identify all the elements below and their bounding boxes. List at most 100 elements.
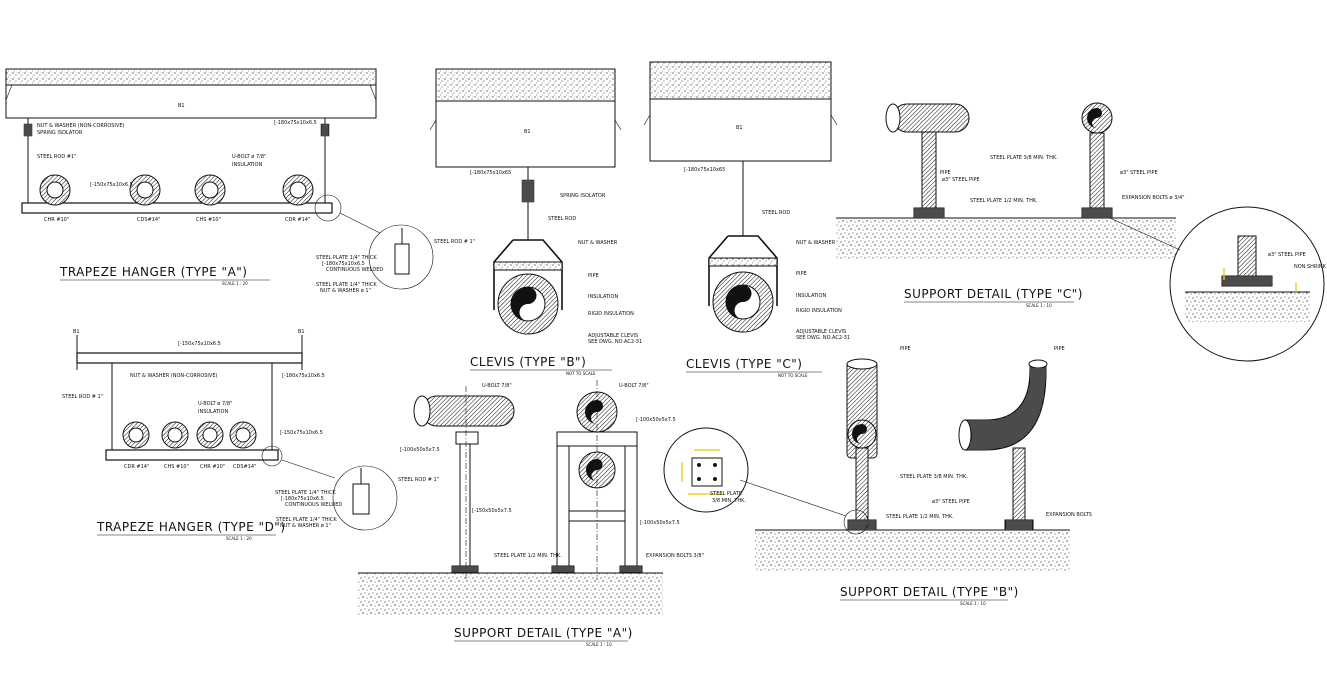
label-nut-washer: NUT & WASHER (NON-CORROSIVE) [130,373,217,379]
trapeze-hanger-type-a: B1 NUT & WASHER (NON-CORROSIVE) SPRING I… [5,68,475,294]
detail-steel-rod: STEEL ROD # 1" [398,477,439,483]
label-steel-pipe-right: ø3" STEEL PIPE [1120,170,1158,176]
title-support-b: SUPPORT DETAIL (TYPE "B") [840,585,1019,599]
label-pipe-3: CHR #10" [200,464,225,470]
scale-trapeze-a: SCALE 1 : 20 [222,281,248,286]
label-channel-bottom: [-150x75x10x6.5 [90,182,133,188]
scale-trapeze-d: SCALE 1 : 20 [226,536,252,541]
detail-weld: CONTINUOUS WELDED [326,267,383,273]
label-rod: STEEL ROD [762,210,790,216]
label-pipe-left: PIPE [900,346,911,352]
label-pipe-1: CDR #14" [124,464,149,470]
scale-clevis-c: NOT TO SCALE [778,373,808,378]
pipe-row [39,174,314,206]
label-pipe-right: PIPE [1054,346,1065,352]
detail-plate-bottom: STEEL PLATE 1/4" THICK [316,282,377,288]
label-base-plate: STEEL PLATE 1/2 MIN. THK. [886,514,954,520]
label-plate: STEEL PLATE 3/8 MIN. THK. [990,155,1058,161]
label-insulation: INSULATION [588,294,618,300]
label-spring-isolator: SPRING ISOLATOR [37,130,83,136]
detail-steel-rod: STEEL ROD # 1" [434,239,475,245]
label-steel-rod: STEEL ROD #1" [37,154,76,160]
support-column [1089,132,1105,213]
label-channel: [-180x75x10x65 [684,167,725,173]
label-pipe-1: CHR #10" [44,217,69,223]
concrete-slab [649,61,832,100]
label-clevis-2: SEE DWG. NO.AC2-31 [588,339,642,345]
label-bolts: EXPANSION BOLTS [1046,512,1092,518]
label-base-plate: STEEL PLATE 1/2 MIN. THK. [970,198,1038,204]
label-channel-top: [-150x75x10x6.5 [178,341,221,347]
support-detail-type-a: U-BOLT 7/8" U-BOLT 7/8" [-100x50x5x7.5 [… [358,380,704,647]
detail-callout-circle [314,194,342,222]
concrete-slab [5,68,377,86]
label-channel-top: [-180x75x10x6.5 [274,120,317,126]
label-channel-bottom: [-150x75x10x6.5 [280,430,323,436]
label-pipe: PIPE [940,170,951,176]
label-steel-pipe: ø3" STEEL PIPE [932,499,970,505]
label-clevis-2: SEE DWG. NO.AC2-31 [796,335,850,341]
label-insulation: INSULATION [232,162,262,168]
detail-plate-2: 3/8 MIN. THK. [712,498,746,504]
title-clevis-c: CLEVIS (TYPE "C") [686,357,802,371]
label-ubolt: U-BOLT ø 7/8" [198,401,232,407]
trapeze-channel [105,449,279,461]
label-pipe-2: CHS #10" [164,464,189,470]
label-clevis-1: ADJUSTABLE CLEVIS [796,329,846,335]
label-channel-small: [-100x50x5x7.5 [636,417,676,423]
label-nut: NUT & WASHER [578,240,618,246]
beam-label: B1 [524,129,531,135]
beam-label-left: B1 [73,329,80,335]
label-steel-rod: STEEL ROD # 1" [62,394,103,400]
detail-weld: CONTINUOUS WELDED [285,502,342,508]
title-support-a: SUPPORT DETAIL (TYPE "A") [454,626,633,640]
label-insulation: INSULATION [796,293,826,299]
detail-callout-circle [261,445,283,467]
detail-grout: NON SHRINK [1294,264,1327,270]
beam-label: B1 [178,103,185,109]
label-pipe-4: CDR #14" [285,217,310,223]
label-steel-pipe: ø3" STEEL PIPE [942,177,980,183]
scale-support-a: SCALE 1 : 10 [586,642,612,647]
detail-nut: NUT & WASHER ø 1" [280,523,331,529]
label-channel-left-col: [-150x50x5x7.5 [472,508,512,514]
support-column [1012,447,1026,523]
trapeze-channel [21,202,333,214]
support-detail-type-c: STEEL PLATE 3/8 MIN. THK. PIPE ø3" STEEL… [836,102,1327,362]
elbow-pipe [964,361,1047,451]
detail-nut: NUT & WASHER ø 1" [320,288,371,294]
title-clevis-b: CLEVIS (TYPE "B") [470,355,586,369]
label-ubolt-right: U-BOLT 7/8" [619,383,649,389]
label-channel-right: [-100x50x5x7.5 [640,520,680,526]
label-ubolt-left: U-BOLT 7/8" [482,383,512,389]
beam-label-right: B1 [298,329,305,335]
label-ubolt: U-BOLT ø 7/8" [232,154,266,160]
top-channel [76,352,303,364]
support-column [855,447,869,523]
ground [755,530,1070,572]
label-pipe: PIPE [588,273,599,279]
detail-steel-pipe: ø3" STEEL PIPE [1268,252,1306,258]
scale-support-c: SCALE 1 : 10 [1026,303,1052,308]
label-pipe-3: CHS #10" [196,217,221,223]
label-rigid: RIGID INSULATION [588,311,634,317]
beam-b1 [435,100,616,168]
detail-circle [663,427,749,513]
label-clevis-1: ADJUSTABLE CLEVIS [588,333,638,339]
label-bolts: EXPANSION BOLTS ø 3/4" [1122,195,1185,201]
label-rigid: RIGID INSULATION [796,308,842,314]
label-nut-washer: NUT & WASHER (NON-CORROSIVE) [37,123,124,129]
scale-support-b: SCALE 1 : 10 [960,601,986,606]
label-pipe-2: CDS#14" [137,217,160,223]
detail-circle [1169,206,1325,362]
beam-b1 [5,84,377,119]
label-pipe-4: CDS#14" [233,464,256,470]
label-insulation: INSULATION [198,409,228,415]
concrete-slab [435,68,616,102]
ground [358,573,663,615]
trapeze-hanger-type-d: B1 B1 [-150x75x10x6.5 NUT & WASHER (NON-… [62,329,439,541]
label-channel-left-top: [-100x50x5x7.5 [400,447,440,453]
label-pipe: PIPE [796,271,807,277]
label-plate: STEEL PLATE 3/8 MIN. THK. [900,474,968,480]
